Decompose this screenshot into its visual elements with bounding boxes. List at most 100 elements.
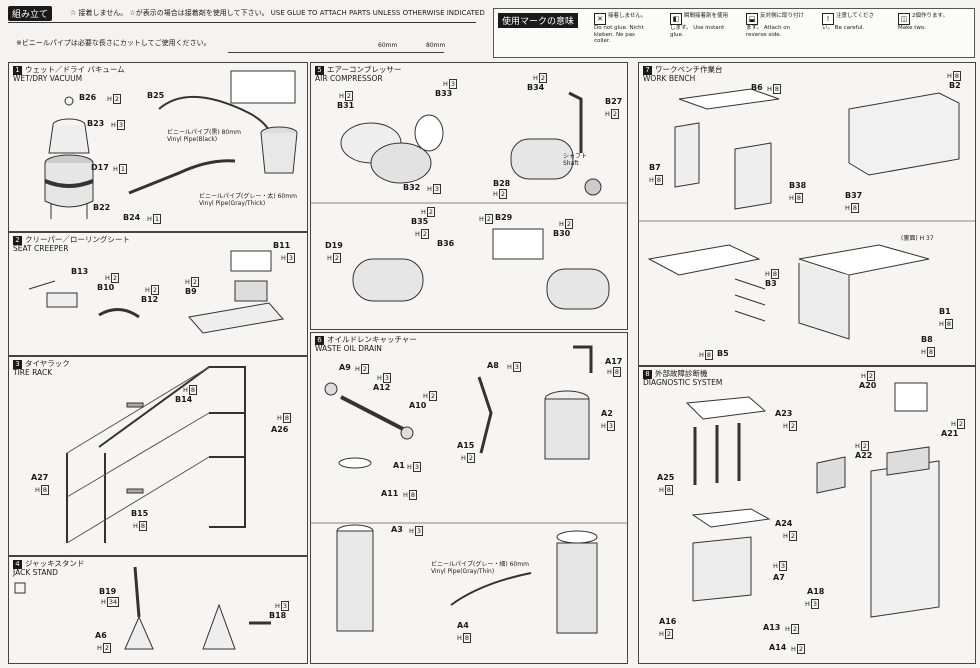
part-label: B18	[269, 611, 287, 620]
part-label: A15	[457, 441, 475, 450]
part-label: A16	[659, 617, 677, 626]
part-label: A9	[339, 363, 351, 372]
pipe-note: ※ビニールパイプは必要な長さにカットしてご使用ください。	[16, 39, 211, 47]
part-label: B37	[845, 191, 863, 200]
option-icon: ⬓	[746, 13, 758, 25]
part-label: B22	[93, 203, 111, 212]
part-label: B12	[141, 295, 159, 304]
part-label: B23	[87, 119, 105, 128]
ruler-60-label: 60mm	[378, 42, 398, 49]
part-label: A8	[487, 361, 499, 370]
part-label: B27	[605, 97, 623, 106]
part-label: A17	[605, 357, 623, 366]
part-label: B6	[751, 83, 763, 92]
part-label: A25	[657, 473, 675, 482]
part-label: A3	[391, 525, 403, 534]
mark-legend: 使用マークの意味 ✕接着しません。 Do not glue. Nicht kle…	[493, 8, 975, 58]
part-label: B3	[765, 279, 777, 288]
part-label: B25	[147, 91, 165, 100]
reverse-side-note: (裏面) H 37	[901, 235, 934, 242]
part-label: B35	[411, 217, 429, 226]
pipe-ruler: 60mm 80mm	[228, 42, 445, 54]
waste-oil-drain-drawing	[311, 345, 627, 634]
part-label: B24	[123, 213, 141, 222]
tire-rack-drawing	[66, 366, 246, 544]
part-label: A27	[31, 473, 49, 482]
part-label: B7	[649, 163, 661, 172]
legend-item: ◫2個作ります。 Make two.	[898, 13, 948, 31]
part-label: B26	[79, 93, 97, 102]
jack-stand-drawing	[14, 566, 271, 650]
part-label: A24	[775, 519, 793, 528]
part-label: A23	[775, 409, 793, 418]
air-compressor-drawing	[311, 91, 627, 310]
part-label: B9	[185, 287, 197, 296]
legend-item: ⬓反対側に取り付けます。 Attach on reverse side.	[746, 13, 805, 38]
part-label: A4	[457, 621, 469, 630]
diagnostic-system-drawing	[685, 382, 940, 618]
part-label: B38	[789, 181, 807, 190]
part-label: A22	[855, 451, 873, 460]
part-label: B28	[493, 179, 511, 188]
part-label: B8	[921, 335, 933, 344]
part-label: D19	[325, 241, 343, 250]
part-label: A12	[373, 383, 391, 392]
instant-glue-icon: ◧	[670, 13, 682, 25]
care-icon: !	[822, 13, 834, 25]
part-label: A11	[381, 489, 399, 498]
legend-item: !注意してください。 Be careful.	[822, 13, 875, 31]
part-label: A21	[941, 429, 959, 438]
part-label: A7	[773, 573, 785, 582]
part-label: D17	[91, 163, 109, 172]
part-label: B5	[717, 349, 729, 358]
part-label: B30	[553, 229, 571, 238]
vacuum-drawing	[44, 70, 298, 219]
part-label: A14	[769, 643, 787, 652]
part-label: B13	[71, 267, 89, 276]
part-label: B2	[949, 81, 961, 90]
part-label: B19	[99, 587, 117, 596]
part-label: B10	[97, 283, 115, 292]
part-label: A18	[807, 587, 825, 596]
assembly-tag: 組み立て	[8, 6, 53, 21]
